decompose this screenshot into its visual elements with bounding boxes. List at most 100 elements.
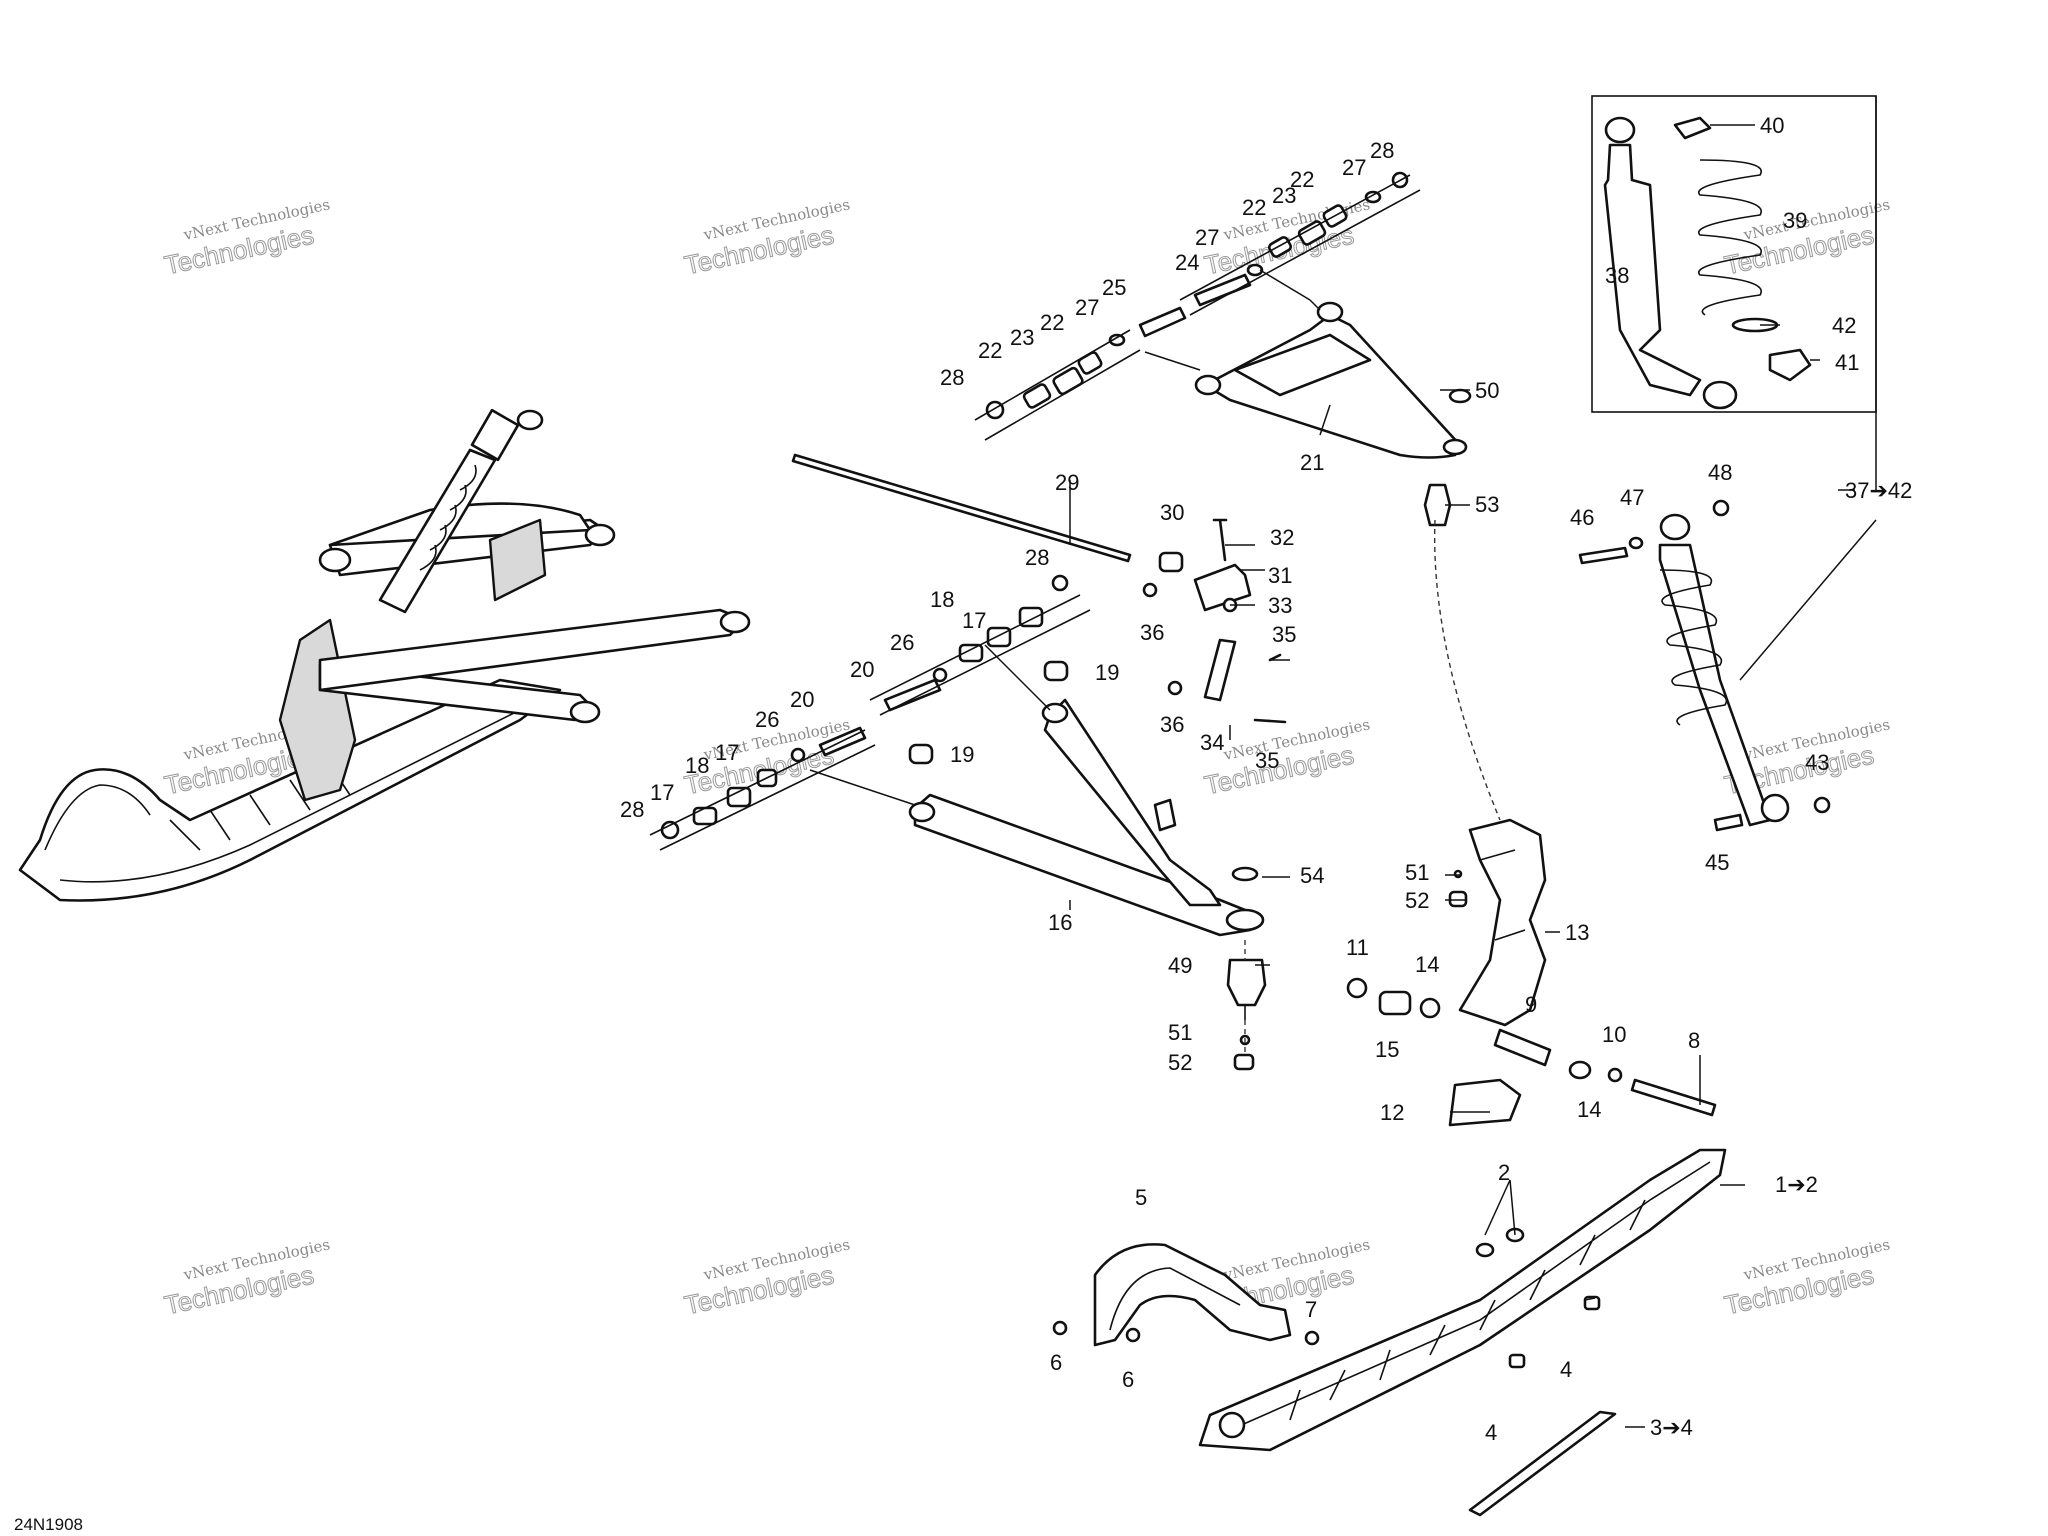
callout-17: 17: [650, 780, 674, 805]
callout-23: 23: [1010, 325, 1034, 350]
drawing-number: 24N1908: [14, 1515, 83, 1534]
carbide-runner: [1468, 1410, 1617, 1517]
leader-lines: [1069, 124, 1855, 1428]
callout-40: 40: [1760, 113, 1784, 138]
callout-6: 6: [1050, 1350, 1062, 1375]
callout-51: 51: [1168, 1020, 1192, 1045]
callout-53: 53: [1475, 492, 1499, 517]
assembled-suspension-illustration: [18, 408, 751, 902]
callout-47: 47: [1620, 485, 1644, 510]
callout-46: 46: [1570, 505, 1594, 530]
callout-24: 24: [1175, 250, 1199, 275]
callout-48: 48: [1708, 460, 1732, 485]
callout-43: 43: [1805, 750, 1829, 775]
callout-21: 21: [1300, 450, 1324, 475]
callout-26: 26: [755, 707, 779, 732]
callout-5: 5: [1135, 1185, 1147, 1210]
callout-22: 22: [1242, 195, 1266, 220]
callout-29: 29: [1055, 470, 1079, 495]
callout-4: 4: [1560, 1357, 1572, 1382]
callout-38: 38: [1605, 263, 1629, 288]
callout-32: 32: [1270, 525, 1294, 550]
callout-17: 17: [715, 740, 739, 765]
callout-18: 18: [930, 587, 954, 612]
callout-35: 35: [1255, 748, 1279, 773]
callout-20: 20: [790, 687, 814, 712]
callout-14: 14: [1415, 952, 1439, 977]
spindle-part: [1458, 818, 1547, 1027]
callout-28: 28: [940, 365, 964, 390]
callout-2: 2: [1498, 1160, 1510, 1185]
callout-52: 52: [1168, 1050, 1192, 1075]
callout-52: 52: [1405, 888, 1429, 913]
callout-10: 10: [1602, 1022, 1626, 1047]
callout-1: 1➔2: [1775, 1172, 1818, 1197]
callout-36: 36: [1160, 712, 1184, 737]
ski-handle-group: [1052, 1243, 1320, 1347]
sway-bar-link-group: [1142, 518, 1287, 724]
callout-42: 42: [1832, 313, 1856, 338]
callout-45: 45: [1705, 850, 1729, 875]
assembled-shock: [1578, 499, 1831, 832]
callout-26: 26: [890, 630, 914, 655]
ski-part: [1198, 1148, 1727, 1452]
callout-28: 28: [1025, 545, 1049, 570]
lower-a-arm-part: [913, 793, 1252, 937]
callout-27: 27: [1195, 225, 1219, 250]
callout-22: 22: [978, 338, 1002, 363]
callout-12: 12: [1380, 1100, 1404, 1125]
callout-27: 27: [1342, 155, 1366, 180]
callout-39: 39: [1783, 208, 1807, 233]
callout-36: 36: [1140, 620, 1164, 645]
callout-6: 6: [1122, 1367, 1134, 1392]
lower-a-arm-group: [649, 574, 1267, 1071]
upper-a-arm-group: [974, 171, 1472, 527]
callout-28: 28: [1370, 138, 1394, 163]
upper-a-arm-part: [1203, 313, 1462, 459]
callout-18: 18: [685, 753, 709, 778]
callout-22: 22: [1290, 167, 1314, 192]
callout-4: 4: [1485, 1420, 1497, 1445]
callout-14: 14: [1577, 1097, 1601, 1122]
callout-20: 20: [850, 657, 874, 682]
callout-22: 22: [1040, 310, 1064, 335]
shock-detail-box: [1591, 95, 1877, 413]
ball-joint-lower: [1226, 958, 1267, 1007]
callout-19: 19: [1095, 660, 1119, 685]
ski-group: [1198, 1148, 1727, 1517]
callout-labels: 1➔2 2 3➔4 4 4 5 6 6 7 8 9 10 11 12 13 14…: [620, 113, 1912, 1445]
callout-15: 15: [1375, 1037, 1399, 1062]
callout-50: 50: [1475, 378, 1499, 403]
callout-19: 19: [950, 742, 974, 767]
callout-27: 27: [1075, 295, 1099, 320]
callout-7: 7: [1305, 1297, 1317, 1322]
spindle-group: [1346, 519, 1717, 1127]
callout-8: 8: [1688, 1028, 1700, 1053]
callout-35: 35: [1272, 622, 1296, 647]
callout-9: 9: [1525, 992, 1537, 1017]
callout-13: 13: [1565, 920, 1589, 945]
callout-3: 3➔4: [1650, 1415, 1693, 1440]
callout-41: 41: [1835, 350, 1859, 375]
callout-31: 31: [1268, 563, 1292, 588]
callout-33: 33: [1268, 593, 1292, 618]
ball-joint-upper: [1423, 483, 1452, 527]
sway-bar-part: [791, 453, 1132, 563]
callout-54: 54: [1300, 863, 1324, 888]
callout-51: 51: [1405, 860, 1429, 885]
callout-16: 16: [1048, 910, 1072, 935]
bushing-19b: [908, 743, 934, 765]
callout-28: 28: [620, 797, 644, 822]
callout-11: 11: [1346, 935, 1369, 960]
callout-34: 34: [1200, 730, 1224, 755]
callout-17: 17: [962, 608, 986, 633]
callout-30: 30: [1160, 500, 1184, 525]
shock-body-38: [1603, 143, 1702, 397]
callout-37: 37➔42: [1845, 478, 1912, 503]
ski-handle-part: [1093, 1243, 1292, 1347]
callout-23: 23: [1272, 183, 1296, 208]
callout-25: 25: [1102, 275, 1126, 300]
bushing-19a: [1043, 660, 1069, 682]
callout-49: 49: [1168, 953, 1192, 978]
